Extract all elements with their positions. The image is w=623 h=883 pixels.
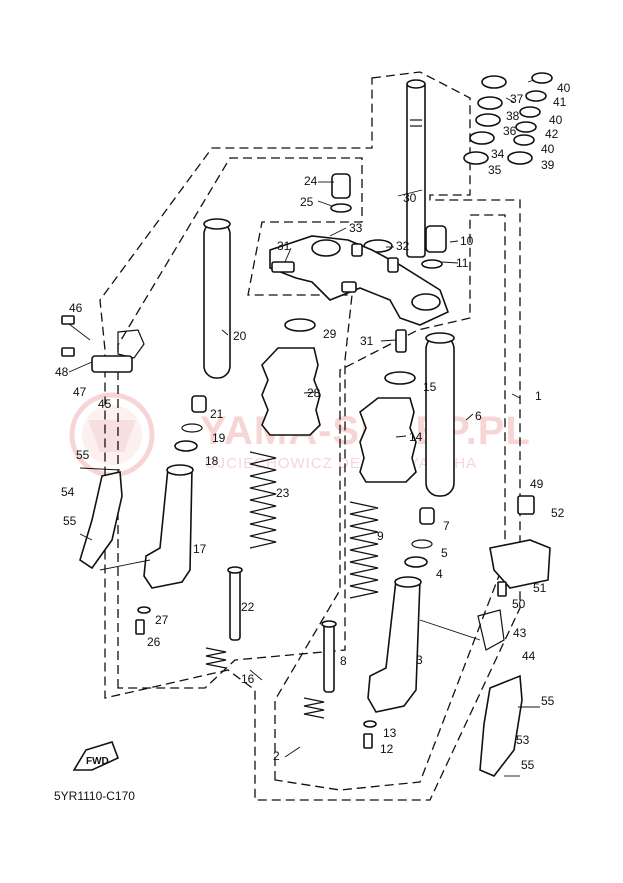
callout-55-lower-left: 55 — [63, 514, 77, 528]
callout-35: 35 — [488, 163, 502, 177]
callout-45: 45 — [98, 397, 112, 411]
callout-34: 34 — [491, 147, 505, 161]
callout-7: 7 — [443, 519, 450, 533]
callout-16: 16 — [241, 672, 255, 686]
callout-40-middle: 40 — [549, 113, 563, 127]
callout-32: 32 — [396, 239, 410, 253]
fwd-label: FWD — [86, 756, 109, 767]
callout-10: 10 — [460, 234, 474, 248]
callout-3: 3 — [416, 653, 423, 667]
fork-guards — [79, 471, 523, 777]
callout-14: 14 — [409, 430, 423, 444]
callout-23: 23 — [276, 486, 290, 500]
fwd-arrow: FWD — [72, 741, 120, 771]
callout-29: 29 — [323, 327, 337, 341]
callout-53: 53 — [516, 733, 530, 747]
callout-43: 43 — [513, 626, 527, 640]
cable-guide-left — [61, 315, 145, 373]
callout-47: 47 — [73, 385, 87, 399]
boundary-left-leg — [117, 157, 363, 689]
callout-9: 9 — [377, 529, 384, 543]
callout-31-upper: 31 — [277, 239, 291, 253]
outer-tubes — [143, 464, 422, 713]
callout-25: 25 — [300, 195, 314, 209]
callout-19: 19 — [212, 431, 226, 445]
callout-39: 39 — [541, 158, 555, 172]
callout-2: 2 — [273, 749, 280, 763]
callout-8: 8 — [340, 654, 347, 668]
callout-12: 12 — [380, 742, 394, 756]
cable-guide-right — [477, 495, 551, 651]
callout-33: 33 — [349, 221, 363, 235]
callout-37: 37 — [510, 92, 524, 106]
callout-55-upper-left: 55 — [76, 448, 90, 462]
callout-28: 28 — [307, 386, 321, 400]
callout-31-lower: 31 — [360, 334, 374, 348]
callout-40-top: 40 — [557, 81, 571, 95]
callout-labels: 1 2 3 4 5 6 7 8 9 10 11 12 13 14 15 16 1… — [55, 81, 571, 772]
callout-40-bottom: 40 — [541, 142, 555, 156]
callout-51: 51 — [533, 581, 547, 595]
callout-13: 13 — [383, 726, 397, 740]
callout-17: 17 — [193, 542, 207, 556]
callout-18: 18 — [205, 454, 219, 468]
callout-55-lower-right: 55 — [521, 758, 535, 772]
callout-26: 26 — [147, 635, 161, 649]
watermark-logo — [69, 392, 155, 478]
under-bracket — [269, 235, 450, 326]
cap-bolts — [330, 173, 447, 269]
callout-55-upper-right: 55 — [541, 694, 555, 708]
boundary-fork-assembly — [99, 71, 521, 801]
callout-30: 30 — [403, 191, 417, 205]
fork-springs — [249, 451, 379, 599]
callout-50: 50 — [512, 597, 526, 611]
callout-4: 4 — [436, 567, 443, 581]
callout-54: 54 — [61, 485, 75, 499]
leader-lines — [68, 79, 540, 777]
callout-44: 44 — [522, 649, 536, 663]
pinch-bolts — [271, 261, 407, 353]
dust-boots — [261, 347, 417, 483]
boot-clamps — [284, 318, 416, 385]
callout-21: 21 — [210, 407, 224, 421]
callout-27: 27 — [155, 613, 169, 627]
assembly-boundaries — [99, 71, 521, 801]
callout-38: 38 — [506, 109, 520, 123]
callout-24: 24 — [304, 174, 318, 188]
callout-46: 46 — [69, 301, 83, 315]
steering-stem — [363, 79, 426, 258]
callout-15: 15 — [423, 380, 437, 394]
callout-20: 20 — [233, 329, 247, 343]
callout-48: 48 — [55, 365, 69, 379]
seals-and-clips — [174, 395, 435, 568]
callout-36: 36 — [503, 124, 517, 138]
callout-52: 52 — [551, 506, 565, 520]
boundary-right-leg — [274, 214, 506, 791]
bottom-bolts — [135, 606, 377, 749]
inner-tubes — [203, 218, 455, 497]
callout-6: 6 — [475, 409, 482, 423]
callout-22: 22 — [241, 600, 255, 614]
drawing-code: 5YR1110-C170 — [54, 789, 135, 803]
callout-42: 42 — [545, 127, 559, 141]
callout-5: 5 — [441, 546, 448, 560]
callout-41: 41 — [553, 95, 567, 109]
callout-11: 11 — [456, 256, 469, 270]
damper-rods — [205, 566, 337, 719]
bearing-set — [463, 72, 553, 165]
callout-1: 1 — [535, 389, 542, 403]
callout-49: 49 — [530, 477, 544, 491]
